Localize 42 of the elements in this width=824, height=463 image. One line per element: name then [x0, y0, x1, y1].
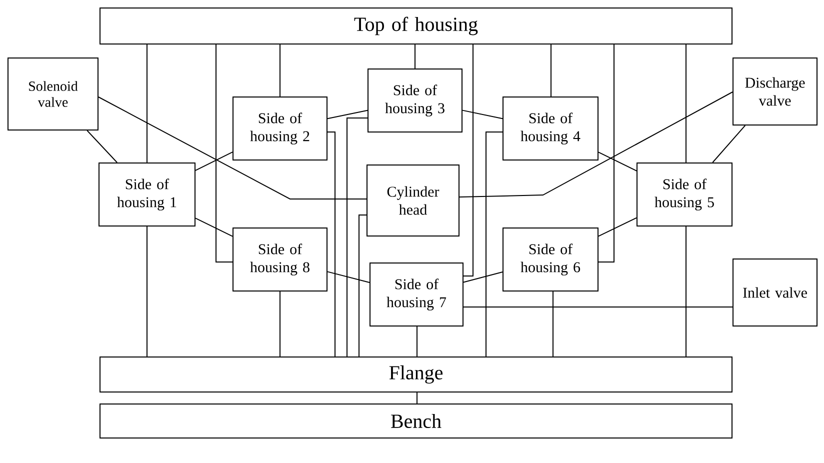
component-box: Side of housing 1: [98, 162, 196, 226]
component-box: Discharge valve: [732, 58, 818, 126]
connector-line: [712, 125, 746, 163]
component-box: Side of housing 3: [368, 68, 462, 132]
connector-line: [552, 291, 554, 357]
connector-line: [146, 226, 148, 357]
component-box: Side of housing 4: [502, 96, 598, 160]
connector-line: [598, 44, 614, 262]
component-bar: Flange: [100, 356, 732, 392]
connector-line: [598, 217, 637, 237]
connector-line: [414, 44, 416, 69]
connector-line: [327, 132, 336, 357]
component-box: Side of housing 5: [636, 162, 732, 226]
connector-line: [416, 392, 418, 404]
component-bar: Top of housing: [100, 8, 732, 44]
connector-line: [463, 272, 503, 283]
component-box: Cylinder head: [366, 164, 460, 236]
component-box: Side of housing 2: [232, 96, 328, 160]
component-box: Side of housing 7: [370, 262, 464, 326]
component-box: Solenoid valve: [8, 58, 98, 130]
connector-line: [216, 44, 233, 262]
connector-line: [146, 44, 148, 163]
component-bar: Bench: [100, 404, 732, 438]
connector-line: [459, 92, 733, 198]
connector-line: [195, 152, 233, 171]
connector-line: [327, 271, 370, 283]
connector-line: [462, 110, 503, 120]
connector-line: [86, 130, 118, 163]
connector-line: [598, 152, 637, 172]
connector-line: [550, 44, 552, 97]
connector-line: [358, 214, 367, 357]
connector-line: [486, 132, 503, 357]
connector-line: [416, 326, 418, 357]
connector-line: [346, 118, 368, 357]
connector-line: [98, 96, 367, 200]
component-box: Side of housing 6: [502, 228, 598, 292]
connector-line: [327, 110, 368, 120]
connector-line: [463, 306, 733, 308]
connector-line: [195, 218, 233, 237]
component-box: Inlet valve: [732, 258, 818, 326]
component-box: Side of housing 8: [232, 228, 328, 292]
connector-line: [463, 44, 474, 276]
